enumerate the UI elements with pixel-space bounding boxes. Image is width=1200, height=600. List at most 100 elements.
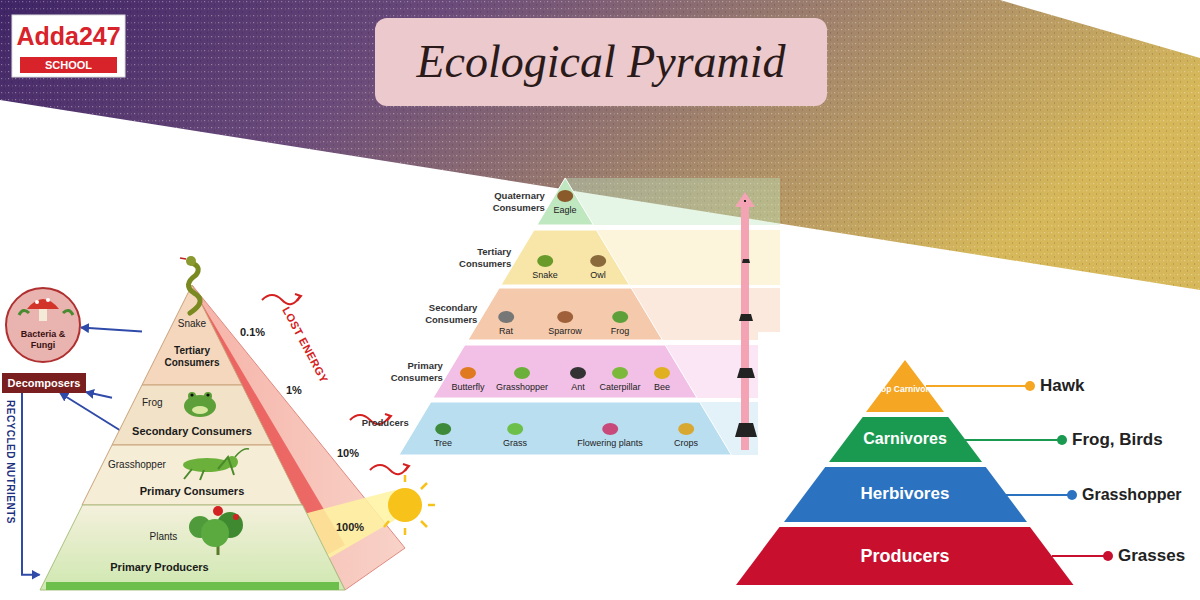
illustration-part: [190, 393, 193, 396]
title: Ecological Pyramid: [375, 18, 827, 106]
organism-name: Snake: [507, 270, 583, 281]
box-label: Decomposers: [2, 376, 86, 390]
organism-name: Flowering plants: [572, 438, 648, 449]
pyramid-band: Producers: [736, 527, 1074, 585]
organism-name: Butterfly: [430, 382, 506, 393]
logo-subtext: SCHOOL: [12, 58, 125, 72]
illustration-part: [82, 445, 302, 505]
level-name: Primary Consumers: [82, 485, 302, 498]
connector-arrow: [86, 392, 112, 398]
illustration-part: [421, 483, 427, 489]
organism-name: Crops: [648, 438, 724, 449]
energy-percent: 1%: [286, 384, 302, 397]
organism-name: Sparrow: [527, 326, 603, 337]
band-label: Carnivores: [855, 430, 956, 448]
pyramid-level: PlantsPrimary Producers: [40, 505, 345, 590]
illustration-part: [192, 406, 208, 414]
illustration-part: [612, 367, 628, 379]
organism-name: Snake: [142, 318, 242, 330]
illustration-part: [40, 505, 345, 590]
lost-energy-arrows: [262, 294, 409, 474]
example-label: Grasses: [1118, 546, 1185, 566]
illustration-part: [0, 0, 1200, 290]
band-label: Producers: [796, 545, 1014, 567]
pyramid-band: Herbivores: [784, 467, 1027, 522]
illustration-part: [295, 294, 301, 301]
illustration-part: [654, 367, 670, 379]
illustration-part: [590, 255, 606, 267]
energy-percent: 100%: [336, 521, 364, 534]
level-heading: Tertiary Consumers: [447, 246, 511, 270]
header-band: [0, 0, 1200, 290]
illustration-part: [736, 527, 1074, 585]
illustration-part: [399, 402, 731, 455]
illustration-part: [602, 423, 618, 435]
illustration-part: [201, 519, 229, 547]
title-box: Ecological Pyramid: [375, 18, 827, 106]
organism-name: Grasshopper: [108, 459, 170, 471]
level-name: Primary Producers: [85, 561, 235, 574]
logo-box: Adda247SCHOOL: [12, 15, 125, 77]
energy-percent: 10%: [337, 447, 359, 460]
illustration-part: [428, 504, 435, 507]
illustration-part: [435, 423, 451, 435]
organism-name: Tree: [405, 438, 481, 449]
illustration-part: [557, 311, 573, 323]
illustration-part: [204, 392, 212, 400]
node-shape: [537, 178, 593, 225]
illustration-part: [742, 259, 750, 263]
weights: [735, 200, 757, 437]
level-name: Secondary Consumers: [112, 425, 272, 438]
organism-name: Frog: [142, 397, 172, 409]
illustration-part: [46, 298, 50, 302]
illustration-part: [12, 15, 125, 77]
pyramid-level: GrasshopperPrimary Consumers: [82, 445, 302, 505]
illustration-part: [384, 521, 389, 527]
node-shape: [501, 230, 629, 285]
illustration-part: [213, 506, 223, 516]
illustration-part: [142, 285, 242, 385]
illustration-part: [39, 307, 47, 321]
level-name: Tertiary Consumers: [154, 345, 230, 369]
decomposer-circle: Bacteria & Fungi: [5, 287, 81, 363]
pyramid-band: Quaternary ConsumersEagle: [537, 178, 593, 225]
illustration-part: [35, 300, 39, 304]
illustration-part: [468, 288, 662, 340]
illustration-part: [27, 299, 59, 309]
circle-label: Bacteria & Fungi: [13, 329, 73, 351]
organism-name: Eagle: [527, 205, 603, 216]
illustration-part: [388, 488, 422, 522]
band-label: Herbivores: [824, 484, 987, 504]
illustration-part: [188, 392, 196, 400]
decomposer-box: Decomposers: [2, 373, 86, 393]
illustration-part: [186, 256, 196, 266]
illustration-part: [2, 373, 86, 393]
illustration-part: [1025, 381, 1035, 391]
pyramid-level: SnakeTertiary Consumers: [142, 285, 242, 385]
illustration-part: [678, 423, 694, 435]
illustration-part: [112, 385, 272, 445]
illustration-part: [537, 255, 553, 267]
energy-arrow: [735, 192, 755, 450]
pyramid-band: Top Carnivore: [866, 360, 944, 412]
illustration-part: [404, 528, 407, 535]
illustration-part: [612, 311, 628, 323]
illustration-part: [384, 475, 435, 535]
organism-name: Plants: [150, 531, 190, 543]
pyramid-band: Carnivores: [829, 417, 982, 462]
illustration-part: [737, 368, 755, 378]
illustration-part: [63, 310, 73, 315]
pyramid-band: Primary ConsumersButterflyGrasshopperAnt…: [433, 345, 697, 398]
band-label: Top Carnivore: [875, 384, 935, 394]
illustration-part: [570, 367, 586, 379]
illustration-part: [6, 288, 80, 362]
illustration-part: [744, 200, 746, 202]
illustration-part: [829, 417, 982, 462]
illustration-part: [370, 465, 408, 474]
organism-name: Grass: [477, 438, 553, 449]
illustration-part: [1006, 494, 1072, 496]
illustration-part: [180, 258, 186, 259]
illustration-part: [403, 464, 409, 471]
illustration-part: [19, 310, 29, 315]
